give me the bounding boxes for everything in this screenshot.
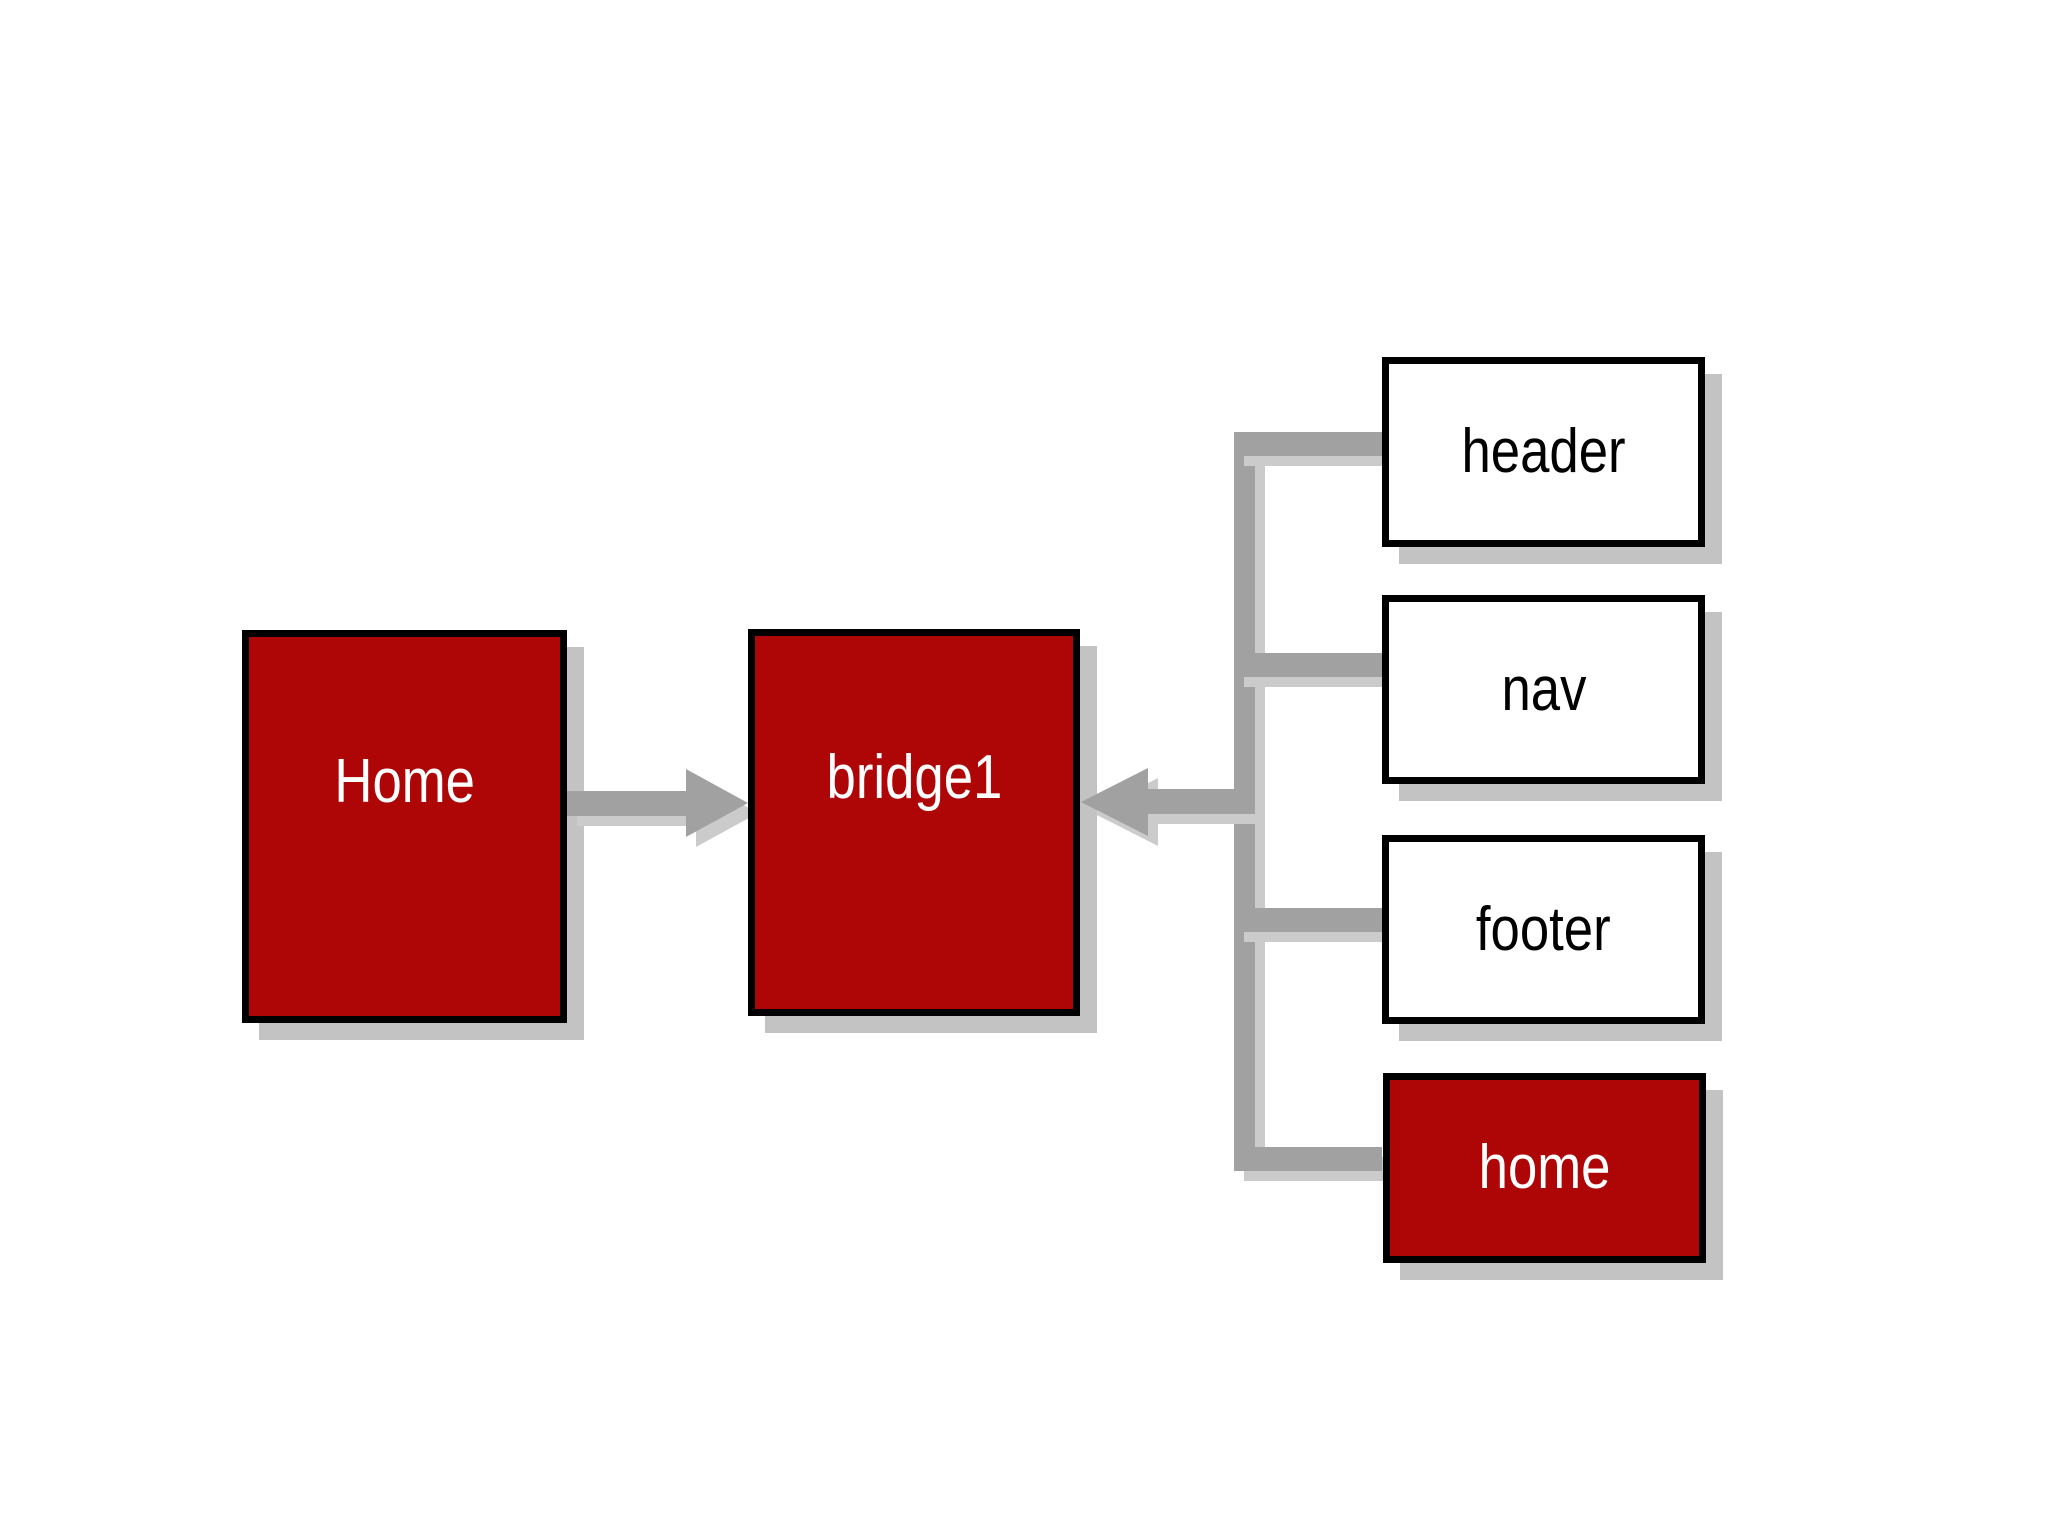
node-nav: nav xyxy=(1382,595,1705,784)
node-footer: footer xyxy=(1382,835,1705,1024)
arrow-bracket-to-bridge1-head-icon xyxy=(1081,768,1148,836)
arrow-home-to-bridge1-head-icon xyxy=(686,769,748,837)
node-home-main-label: Home xyxy=(334,746,475,816)
node-bridge1: bridge1 xyxy=(748,629,1080,1016)
arrow-home-to-bridge1-shaft xyxy=(567,791,690,816)
node-home-child: home xyxy=(1383,1073,1706,1263)
connector-branch-footer xyxy=(1234,908,1382,932)
node-bridge1-label: bridge1 xyxy=(826,742,1002,812)
node-header: header xyxy=(1382,357,1705,547)
node-home-child-label: home xyxy=(1478,1133,1611,1203)
arrow-bracket-to-bridge1-shaft xyxy=(1144,789,1255,814)
connector-branch-home xyxy=(1234,1147,1382,1171)
connector-branch-nav xyxy=(1234,653,1382,677)
node-header-label: header xyxy=(1461,417,1626,487)
node-footer-label: footer xyxy=(1476,894,1611,964)
node-nav-label: nav xyxy=(1501,654,1586,724)
node-home-main: Home xyxy=(242,630,567,1023)
connector-branch-header xyxy=(1234,432,1382,456)
